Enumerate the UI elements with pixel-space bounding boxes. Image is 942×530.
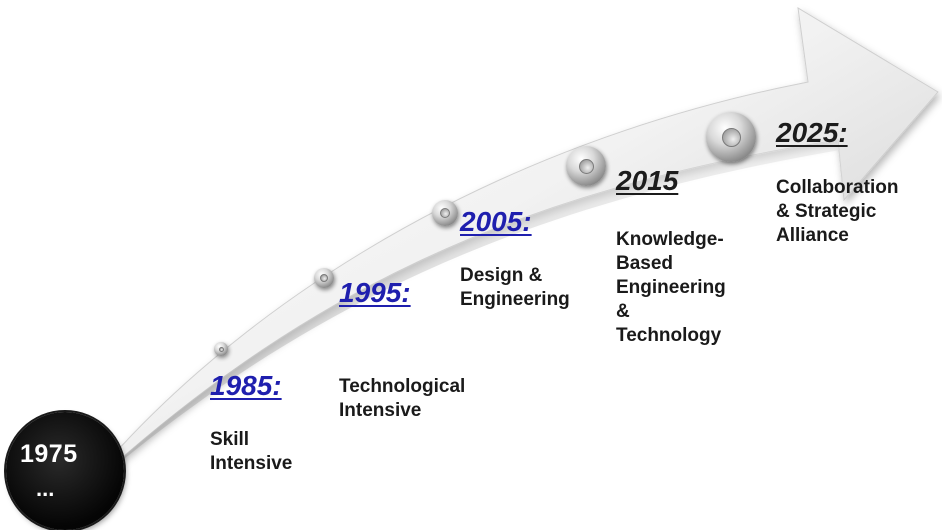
start-year: 1975: [20, 440, 78, 468]
description-line: Intensive: [210, 453, 293, 474]
milestone-year: 2015: [616, 165, 679, 196]
bolt-head-icon: [706, 112, 756, 162]
milestone-year: 2005:: [460, 206, 532, 237]
milestone-description: Knowledge- Based Engineering & Technolog…: [616, 228, 726, 348]
milestone-year: 1985:: [210, 370, 282, 401]
description-line: Knowledge-: [616, 229, 724, 250]
bolt-head-icon: [314, 268, 334, 288]
start-circle: [6, 412, 124, 530]
description-line: Technology: [616, 325, 722, 346]
bolt-head-icon: [566, 146, 606, 186]
milestone-description: Collaboration & Strategic Alliance: [776, 176, 898, 248]
bolt-socket-icon: [218, 346, 224, 352]
bolt-socket-icon: [578, 158, 594, 174]
description-line: Design &: [460, 265, 543, 286]
description-line: Based: [616, 253, 674, 274]
milestone-description: Skill Intensive: [210, 428, 292, 476]
bolt-head-icon: [432, 200, 458, 226]
milestone-description: Technological Intensive: [339, 375, 465, 423]
milestone-year: 2025:: [776, 117, 848, 148]
description-line: Technological: [339, 376, 466, 397]
bolt-socket-icon: [440, 208, 450, 218]
description-line: Engineering: [616, 277, 726, 298]
bolt-socket-icon: [721, 127, 741, 147]
timeline-diagram: 1975 ... 1985: Skill Intensive 1995: Tec…: [6, 7, 939, 530]
bolt-head-icon: [214, 342, 228, 356]
start-ellipsis: ...: [36, 476, 55, 501]
description-line: Intensive: [339, 400, 422, 421]
description-line: Skill: [210, 429, 250, 450]
milestone-year: 1995:: [339, 277, 411, 308]
description-line: Collaboration: [776, 177, 899, 198]
milestone-description: Design & Engineering: [460, 264, 570, 312]
bolt-socket-icon: [320, 274, 328, 282]
description-line: & Strategic: [776, 201, 877, 222]
curved-arrow: [74, 7, 939, 501]
description-line: Engineering: [460, 289, 570, 310]
description-line: Alliance: [776, 225, 849, 246]
description-line: &: [616, 301, 630, 322]
